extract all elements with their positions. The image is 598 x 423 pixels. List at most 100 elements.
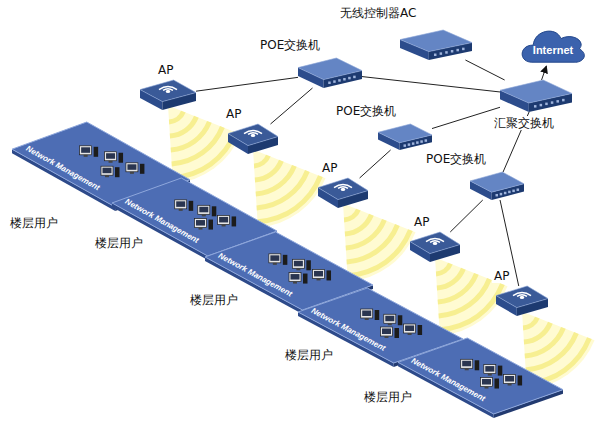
node-shape xyxy=(410,232,460,262)
floor-label: 楼层用户 xyxy=(93,236,145,250)
port xyxy=(462,48,465,51)
access-point: AP xyxy=(410,232,460,262)
network-link xyxy=(542,66,547,80)
computer-icon xyxy=(195,219,214,230)
device-label: 无线控制器AC xyxy=(338,6,418,20)
floor-user-area: Network Management楼层用户 xyxy=(398,338,563,414)
port xyxy=(504,192,507,195)
wifi-beam xyxy=(253,150,326,228)
port xyxy=(333,80,336,83)
switch-device: POE交换机 xyxy=(298,58,362,88)
beam-arc xyxy=(523,317,540,331)
wifi-arc xyxy=(513,292,531,295)
wifi-arc xyxy=(159,86,177,89)
device-top xyxy=(378,124,432,143)
port xyxy=(534,105,537,108)
computer-icon xyxy=(198,205,217,216)
network-link xyxy=(360,150,391,178)
device-label: AP xyxy=(156,63,175,77)
computer-icon xyxy=(126,163,145,174)
port xyxy=(545,103,548,106)
device-top xyxy=(140,80,196,102)
floor-plate xyxy=(398,338,563,414)
beam-arc xyxy=(257,175,322,224)
device-label: POE交换机 xyxy=(424,152,488,166)
cloud-shape xyxy=(522,31,584,62)
device-label: AP xyxy=(492,269,511,283)
computer-icon xyxy=(292,259,311,270)
port xyxy=(328,82,331,85)
port xyxy=(420,140,423,143)
switch-device: 汇聚交换机 xyxy=(500,80,572,112)
network-link xyxy=(450,200,483,232)
device-top xyxy=(298,58,362,80)
port xyxy=(440,52,443,55)
beam-arc xyxy=(255,160,284,183)
port xyxy=(512,190,515,193)
device-top xyxy=(500,80,572,103)
access-point: AP xyxy=(140,80,196,110)
port xyxy=(434,54,437,57)
computer-icon xyxy=(381,327,400,338)
computer-icon xyxy=(313,269,332,280)
port xyxy=(412,142,415,145)
network-link xyxy=(196,77,298,91)
beam-arc xyxy=(172,131,237,180)
network-link xyxy=(271,88,313,124)
access-point: AP xyxy=(496,286,548,316)
port xyxy=(338,79,341,82)
wifi-beams xyxy=(168,106,595,390)
port xyxy=(343,78,346,81)
beam-arc xyxy=(344,209,361,223)
computer-icon xyxy=(481,378,500,389)
port xyxy=(456,49,459,52)
access-point: AP xyxy=(318,178,368,208)
computer-icon xyxy=(384,314,403,325)
device-top xyxy=(496,286,548,308)
floor-label: 楼层用户 xyxy=(8,216,60,230)
port xyxy=(517,188,520,191)
port xyxy=(408,143,411,146)
beam-arc xyxy=(170,116,199,139)
wifi-dot xyxy=(341,188,345,191)
computer-icon xyxy=(105,152,124,163)
node-shape xyxy=(378,124,432,150)
port xyxy=(353,76,356,79)
node-shape xyxy=(400,30,472,60)
port xyxy=(403,144,406,147)
beam-arc xyxy=(439,283,504,332)
beam-arc xyxy=(436,263,453,277)
floor-label: 楼层用户 xyxy=(188,293,240,307)
port xyxy=(562,99,564,102)
port xyxy=(495,194,498,197)
port xyxy=(425,139,428,142)
wifi-arc xyxy=(338,187,348,189)
computer-icon xyxy=(461,359,480,370)
beam-arc xyxy=(437,268,466,291)
switch-device: POE交换机 xyxy=(470,172,524,200)
computer-icon xyxy=(484,365,503,376)
node-shape xyxy=(470,172,524,200)
port xyxy=(451,50,454,53)
computer-icon xyxy=(80,146,99,157)
wifi-arc xyxy=(248,133,258,135)
network-link xyxy=(465,60,504,80)
computer-icon xyxy=(404,324,423,335)
port xyxy=(348,77,351,80)
device-top xyxy=(228,124,278,146)
node-shape xyxy=(140,80,196,110)
port xyxy=(445,51,448,54)
device-top xyxy=(410,232,460,254)
port xyxy=(556,100,559,103)
device-top xyxy=(400,30,472,52)
beam-arc xyxy=(169,111,186,125)
port xyxy=(416,141,419,144)
cloud-label: Internet xyxy=(533,44,573,56)
beam-arc xyxy=(524,322,553,345)
floor-label: 楼层用户 xyxy=(283,348,335,362)
wifi-dot xyxy=(433,242,437,245)
network-link xyxy=(432,107,500,128)
device-label: 汇聚交换机 xyxy=(492,116,556,130)
